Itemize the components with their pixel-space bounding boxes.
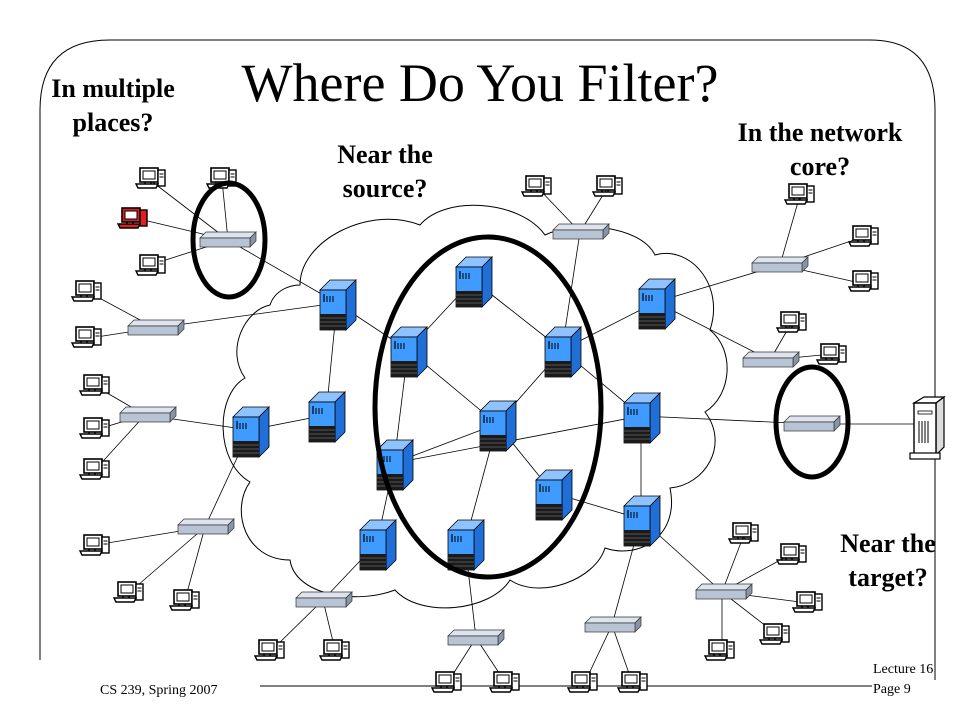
computer-icon xyxy=(135,167,166,189)
network-core-ellipse xyxy=(372,234,604,580)
computer-icon xyxy=(728,522,759,544)
router-icon xyxy=(455,256,493,308)
multiple-places-line1: In multiple xyxy=(51,74,175,103)
computer-icon xyxy=(776,543,807,565)
router-icon xyxy=(544,326,582,378)
router-icon xyxy=(359,519,397,571)
footer-lecture-page: Lecture 16 Page 9 xyxy=(873,660,933,700)
slide-border xyxy=(39,39,936,680)
computer-icon xyxy=(117,207,148,229)
network-core-line1: In the network xyxy=(737,118,903,147)
computer-icon xyxy=(617,671,648,693)
network-core-label: In the network core? xyxy=(700,116,940,184)
router-icon xyxy=(623,495,661,547)
computer-icon xyxy=(567,671,598,693)
network-core-line2: core? xyxy=(789,152,851,181)
hub-icon xyxy=(199,231,257,248)
router-icon xyxy=(447,519,485,571)
router-icon xyxy=(479,400,517,452)
computer-icon xyxy=(319,639,350,661)
hub-icon xyxy=(584,616,642,633)
computer-icon xyxy=(169,589,200,611)
hub-icon xyxy=(127,319,185,336)
computer-icon xyxy=(592,175,623,197)
computer-icon xyxy=(704,639,735,661)
computer-icon xyxy=(759,623,790,645)
near-source-label: Near the source? xyxy=(300,138,470,206)
computer-icon xyxy=(113,581,144,603)
computer-icon xyxy=(784,183,815,205)
router-icon xyxy=(319,279,357,331)
computer-icon xyxy=(848,225,879,247)
computer-icon xyxy=(79,458,110,480)
near-target-line1: Near the xyxy=(840,529,936,558)
footer-page: Page 9 xyxy=(873,682,911,697)
multiple-places-ellipse xyxy=(190,180,268,300)
hub-icon xyxy=(695,583,753,600)
near-source-line1: Near the xyxy=(337,140,433,169)
slide-title: Where Do You Filter? xyxy=(241,53,719,113)
router-icon xyxy=(638,278,676,330)
multiple-places-label: In multiple places? xyxy=(28,72,198,140)
router-icon xyxy=(623,392,661,444)
hub-icon xyxy=(742,351,800,368)
computer-icon xyxy=(71,326,102,348)
near-target-line2: target? xyxy=(848,563,928,592)
computer-icon xyxy=(79,374,110,396)
router-icon xyxy=(308,391,346,443)
router-icon xyxy=(232,406,270,458)
hub-icon xyxy=(119,406,177,423)
computer-icon xyxy=(776,311,807,333)
near-target-label: Near the target? xyxy=(808,527,960,595)
hub-icon xyxy=(295,591,353,608)
router-icon xyxy=(535,469,573,521)
computer-icon xyxy=(816,343,847,365)
computer-icon xyxy=(79,417,110,439)
computer-icon xyxy=(521,175,552,197)
hub-icon xyxy=(447,629,505,646)
computer-icon xyxy=(79,534,110,556)
computer-icon xyxy=(135,254,166,276)
near-target-ellipse xyxy=(773,364,851,480)
hub-icon xyxy=(783,415,841,432)
server-icon xyxy=(909,396,945,460)
footer-lecture: Lecture 16 xyxy=(873,662,934,677)
computer-icon xyxy=(848,270,879,292)
router-icon xyxy=(390,326,428,378)
computer-icon xyxy=(792,591,823,613)
hub-icon xyxy=(751,256,809,273)
computer-icon xyxy=(489,671,520,693)
computer-icon xyxy=(431,671,462,693)
computer-icon xyxy=(254,639,285,661)
hub-icon xyxy=(177,518,235,535)
hub-icon xyxy=(552,223,610,240)
computer-icon xyxy=(71,280,102,302)
multiple-places-line2: places? xyxy=(72,108,154,137)
near-source-line2: source? xyxy=(342,174,428,203)
footer-course: CS 239, Spring 2007 xyxy=(100,683,218,698)
